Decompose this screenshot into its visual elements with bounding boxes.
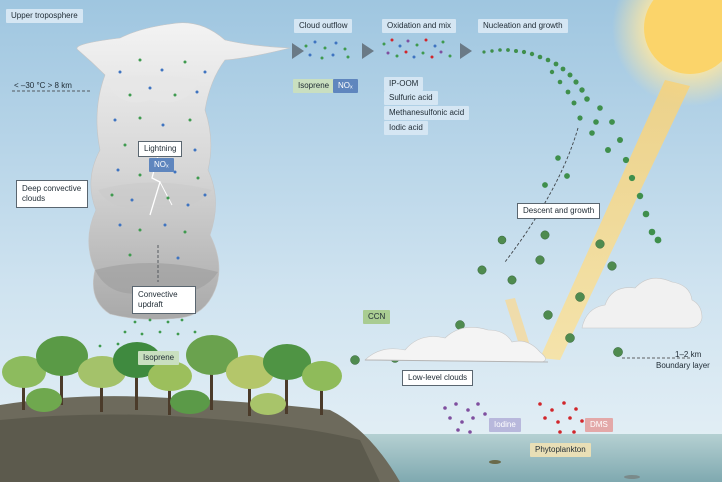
label-descent-growth: Descent and growth xyxy=(517,203,601,219)
label-upper-troposphere: Upper troposphere xyxy=(6,9,83,23)
label-altitude-marker: < –30 °C > 8 km xyxy=(14,81,72,90)
growth-particles xyxy=(482,48,662,244)
iodine-particles xyxy=(443,402,487,434)
sun xyxy=(644,0,722,74)
label-iodine: Iodine xyxy=(489,418,521,432)
label-low-level-clouds: Low-level clouds xyxy=(402,370,474,386)
label-product-3: Methanesulfonic acid xyxy=(384,106,470,120)
label-cloud-outflow: Cloud outflow xyxy=(294,19,353,33)
label-nox-lightning: NOₓ xyxy=(149,158,174,172)
label-boundary-km: 1–2 km xyxy=(675,350,702,359)
forest xyxy=(2,335,342,416)
label-lightning: Lightning xyxy=(138,141,183,157)
label-product-1: IP-OOM xyxy=(384,77,424,91)
cloud-particles xyxy=(110,58,207,260)
arrow-oxidation xyxy=(362,43,374,59)
reflected-beam xyxy=(505,298,532,354)
label-product-2: Sulfuric acid xyxy=(384,91,438,105)
low-level-cloud xyxy=(364,327,549,363)
deep-convective-cloud xyxy=(76,22,291,320)
label-convective-updraft: Convective updraft xyxy=(132,286,196,314)
dms-particles xyxy=(538,401,584,434)
outflow-particles xyxy=(304,40,350,60)
label-nox-outflow: NOₓ xyxy=(333,79,358,93)
sun-beam xyxy=(540,80,690,360)
label-ccn: CCN xyxy=(363,310,391,324)
label-nucleation-growth: Nucleation and growth xyxy=(478,19,568,33)
label-dms: DMS xyxy=(585,418,613,432)
label-deep-convective-clouds: Deep convective clouds xyxy=(16,180,88,208)
label-boundary-layer: Boundary layer xyxy=(656,361,710,370)
fish xyxy=(489,460,501,464)
oxidation-particles xyxy=(382,38,452,59)
label-product-4: Iodic acid xyxy=(384,121,428,135)
label-oxidation-mix: Oxidation and mix xyxy=(382,19,457,33)
label-isoprene-outflow: Isoprene xyxy=(293,79,335,93)
fish-2 xyxy=(624,475,640,479)
arrow-nucleation xyxy=(460,43,472,59)
right-low-cloud xyxy=(581,277,703,329)
arrow-outflow xyxy=(292,43,304,59)
label-phytoplankton: Phytoplankton xyxy=(530,443,591,457)
land-shadow xyxy=(0,414,380,482)
label-isoprene-ground: Isoprene xyxy=(138,351,180,365)
descent-path xyxy=(504,127,579,263)
